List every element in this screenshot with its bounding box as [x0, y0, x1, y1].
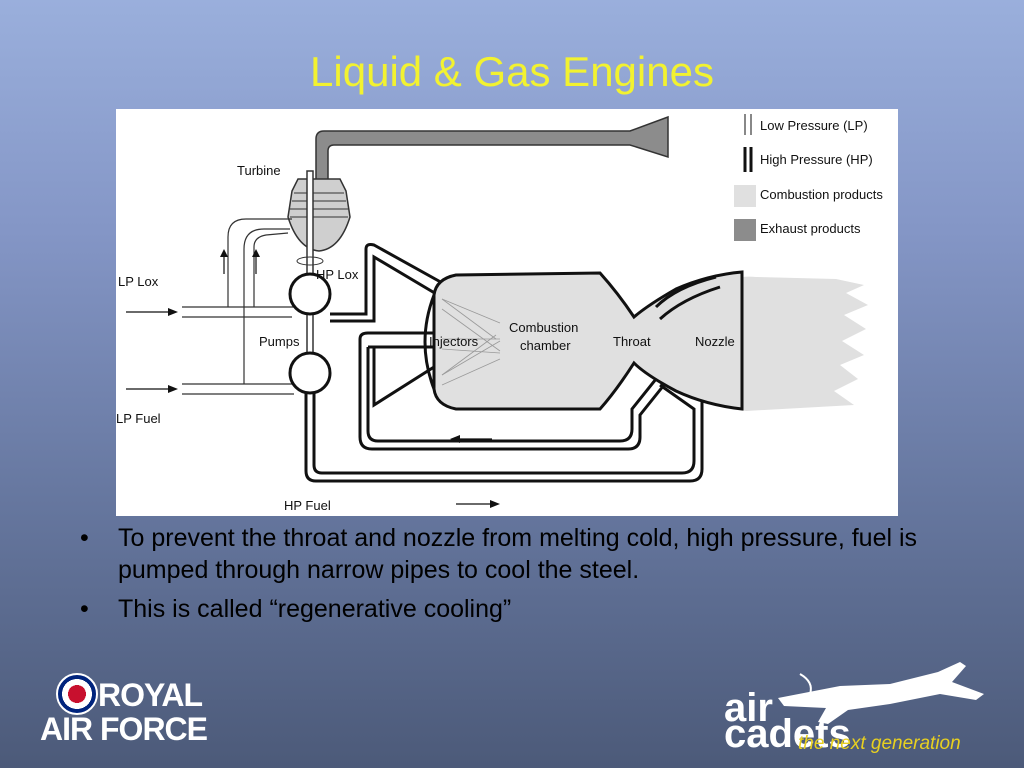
roundel-icon [56, 673, 98, 715]
turbine-shaft [306, 170, 314, 372]
fuel-pump [288, 351, 332, 395]
exhaust-duct [315, 115, 669, 182]
air-cadets-word1: air [724, 686, 773, 730]
air-cadets-tagline: the next generation [798, 733, 961, 754]
hp-fuel-line [304, 371, 704, 483]
legend-hp-symbol [743, 147, 753, 172]
lp-fuel-pipe [182, 383, 294, 395]
turbine-feed-outer [227, 218, 292, 307]
legend-exhaust-swatch [734, 219, 756, 241]
raf-logo-line1: ROYAL [98, 677, 203, 713]
exhaust-plume [714, 276, 868, 411]
throat-label: Throat [613, 334, 651, 349]
turbine-label: Turbine [237, 163, 281, 178]
legend-hp-label: High Pressure (HP) [760, 152, 873, 167]
lp-fuel-label: LP Fuel [116, 411, 161, 426]
air-cadets-logo: air cadets the next generation [722, 660, 1004, 760]
turbine-feed-inner [243, 228, 290, 384]
cooling-loop [358, 339, 666, 451]
air-cadets-word2: cadets [724, 712, 851, 756]
rocket-engine-diagram: Low Pressure (LP) High Pressure (HP) Com… [116, 109, 898, 516]
lp-lox-pipe [182, 306, 294, 318]
injectors-label: Injectors [429, 334, 479, 349]
bullet-item-1: To prevent the throat and nozzle from me… [78, 522, 978, 586]
turbine-housing [287, 178, 351, 252]
bullet-item-2: This is called “regenerative cooling” [78, 593, 978, 625]
combustion-label-1: Combustion [509, 320, 578, 335]
legend-lp-symbol [744, 114, 752, 135]
injector-plate [423, 294, 436, 390]
combustion-label-2: chamber [520, 338, 571, 353]
nozzle-wall [654, 275, 721, 321]
legend-lp-label: Low Pressure (LP) [760, 118, 868, 133]
aircraft-icon [778, 662, 984, 724]
combustion-chamber [432, 270, 744, 411]
slide-title: Liquid & Gas Engines [310, 48, 714, 95]
hp-fuel-label: HP Fuel [284, 498, 331, 513]
nozzle-label: Nozzle [695, 334, 735, 349]
lox-pump [288, 272, 332, 316]
bullet-list: To prevent the throat and nozzle from me… [78, 522, 978, 632]
raf-logo: ROYAL AIR FORCE [40, 668, 215, 748]
hp-lox-line [330, 243, 447, 323]
hp-lox-label: HP Lox [316, 267, 359, 282]
legend-combustion-swatch [734, 185, 756, 207]
lp-lox-label: LP Lox [118, 274, 159, 289]
raf-logo-line2: AIR FORCE [40, 711, 208, 747]
legend-exhaust-label: Exhaust products [760, 221, 861, 236]
legend-combustion-label: Combustion products [760, 187, 883, 202]
pumps-label: Pumps [259, 334, 300, 349]
